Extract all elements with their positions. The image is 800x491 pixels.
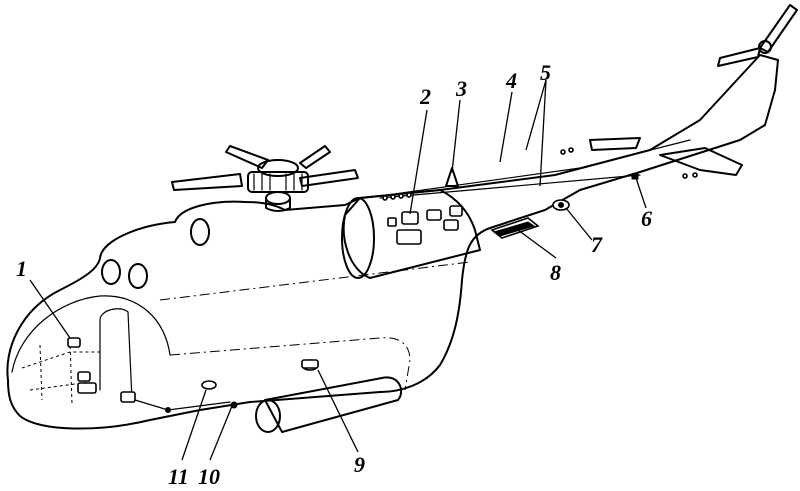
callout-11: 11 (168, 464, 189, 489)
callout-8: 8 (550, 260, 561, 285)
callout-2: 2 (419, 84, 431, 109)
main-rotor-hub (171, 145, 359, 212)
equipment-units (67, 139, 698, 413)
callout-10: 10 (198, 464, 220, 489)
callout-9: 9 (354, 452, 365, 477)
callout-5: 5 (540, 60, 551, 85)
callout-6: 6 (641, 206, 652, 231)
fuselage (6, 54, 779, 433)
leader-lines (29, 79, 647, 461)
callout-4: 4 (505, 68, 517, 93)
callout-3: 3 (455, 76, 467, 101)
callouts: 1 2 3 4 5 6 7 8 9 10 11 (16, 60, 652, 489)
tail-rotor (717, 4, 798, 67)
callout-7: 7 (591, 232, 603, 257)
callout-1: 1 (16, 256, 27, 281)
